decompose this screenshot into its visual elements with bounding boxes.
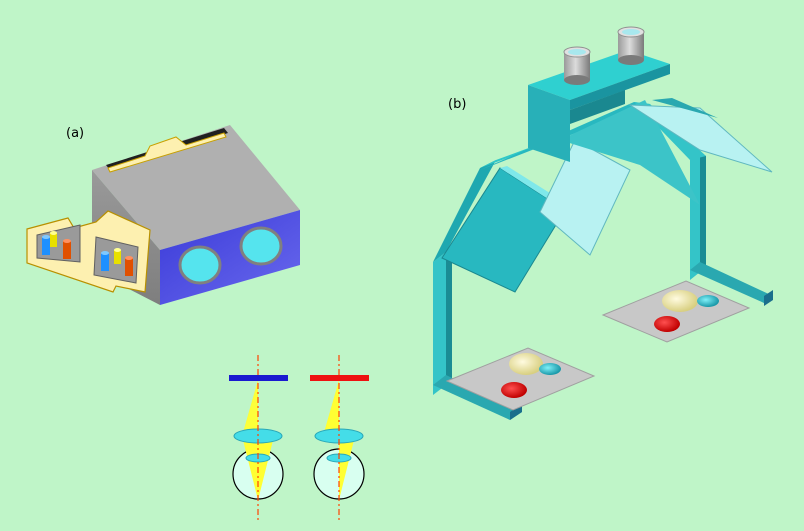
stereoscope-box: [92, 125, 300, 305]
panel-b-label: (b): [448, 97, 466, 112]
mirrors: [441, 98, 773, 293]
right-image-cylinders: [101, 248, 133, 276]
left-eyepiece: [563, 46, 591, 85]
slot-card: [107, 132, 227, 173]
right-stand: [690, 152, 773, 306]
right-outer-mirror: [628, 104, 773, 173]
left-plate-teal-dot: [539, 363, 561, 375]
panel-a-label: (a): [66, 126, 84, 141]
left-image-cylinders: [42, 231, 71, 259]
left-stand: [433, 252, 522, 420]
left-plate-red-dot: [501, 382, 527, 398]
left-inner-mirror: [539, 139, 631, 256]
panel-b: (b): [433, 26, 773, 420]
left-outer-mirror: [441, 167, 566, 293]
left-eyepiece-lens: [178, 245, 222, 285]
right-plate-yellow-dot: [662, 290, 698, 312]
right-inner-mirror: [560, 100, 700, 205]
right-eyepiece-lens: [239, 226, 283, 266]
optics-diagram: [229, 355, 369, 522]
panel-a: (a): [26, 125, 300, 305]
left-image-plate: [445, 347, 596, 411]
right-plate-red-dot: [654, 316, 680, 332]
right-eyepiece: [617, 26, 645, 65]
right-image-bar: [310, 375, 369, 381]
right-image-plate: [601, 280, 751, 343]
right-eye-optics: [310, 355, 369, 522]
left-eye-optics: [229, 355, 288, 522]
stereo-card: [26, 210, 151, 293]
right-plate-teal-dot: [697, 295, 719, 307]
left-eyepiece-glass: [568, 49, 586, 55]
left-plate-yellow-dot: [509, 353, 543, 375]
left-image-bar: [229, 375, 288, 381]
right-eyepiece-glass: [622, 29, 640, 35]
